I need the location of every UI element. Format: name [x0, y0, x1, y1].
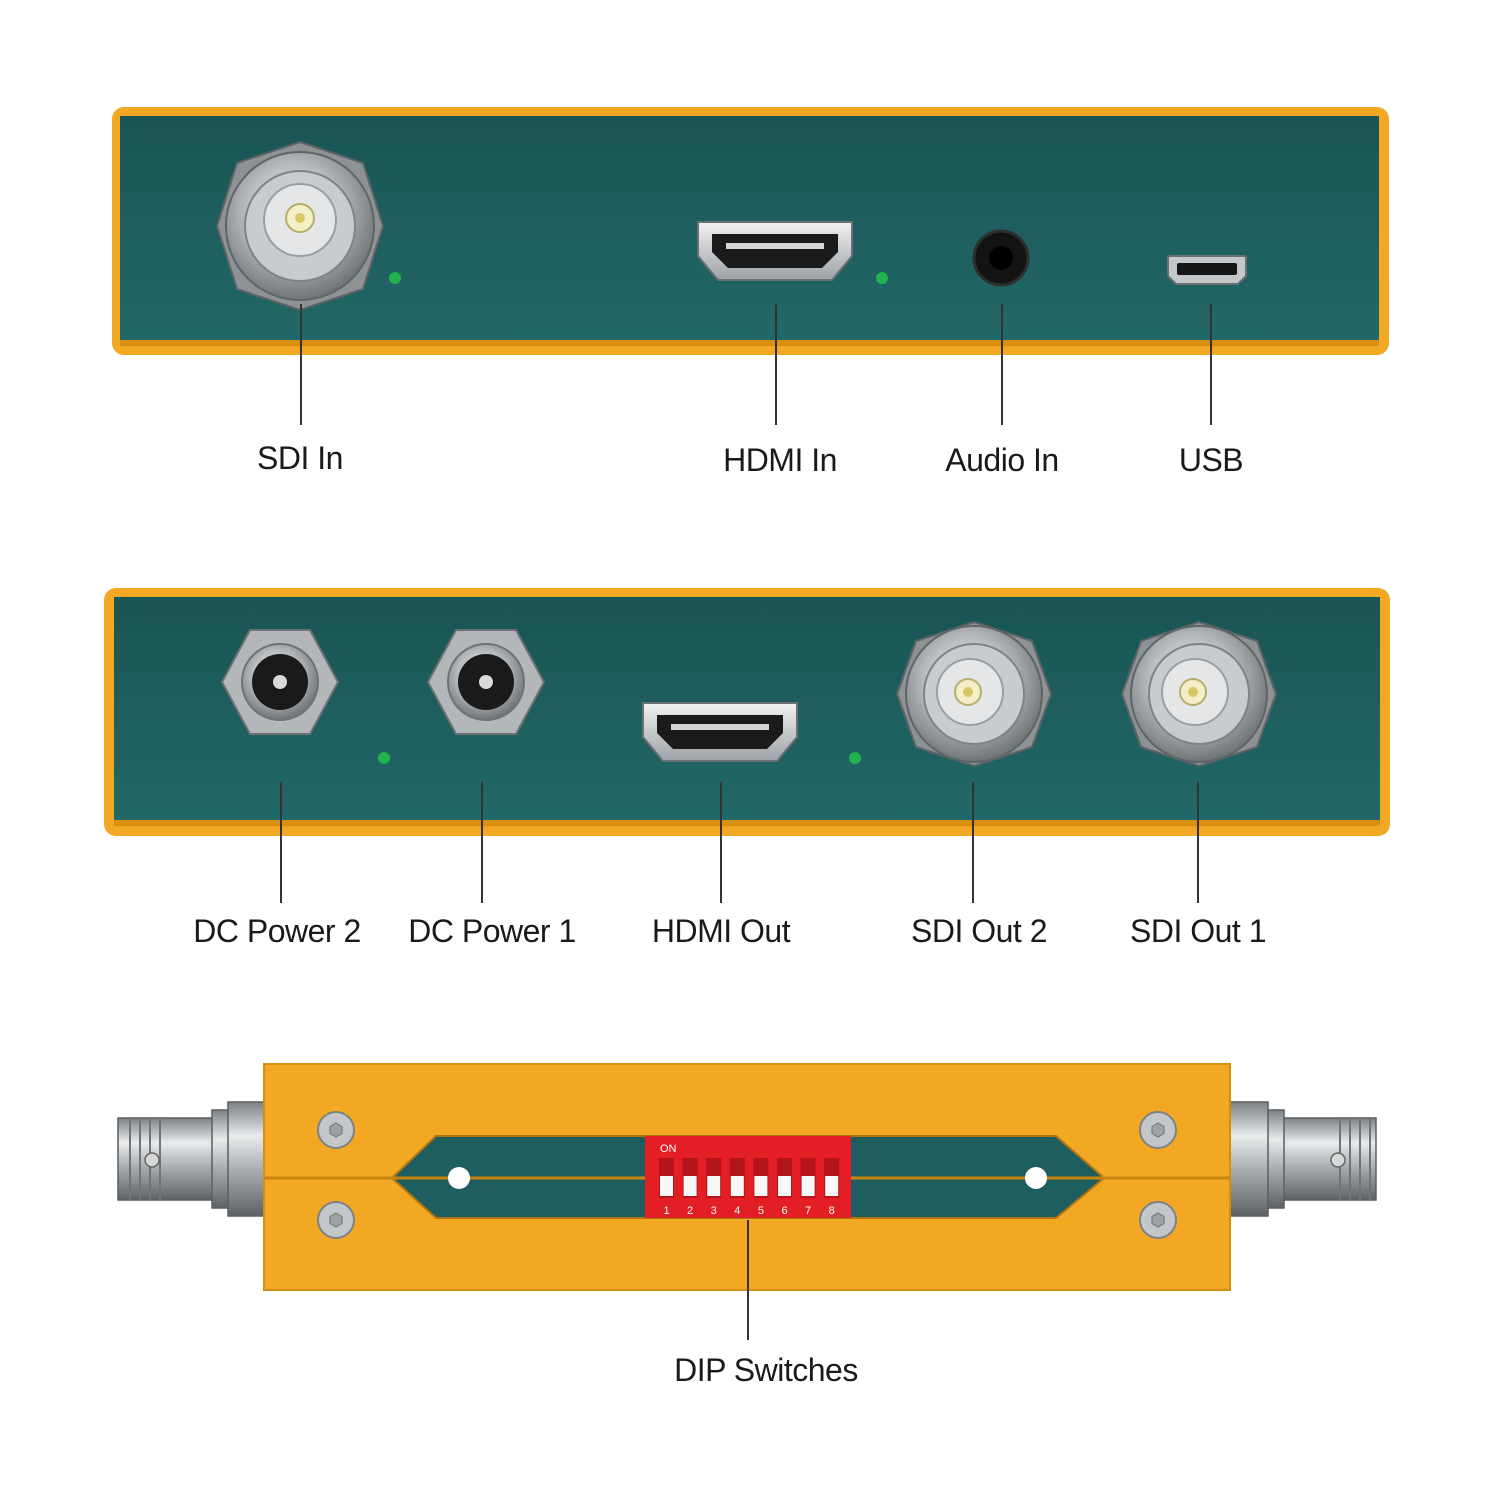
dip-number-label: 4	[734, 1205, 740, 1217]
label-sdi-out-2: SDI Out 2	[911, 913, 1048, 949]
led-indicator-icon	[389, 272, 401, 284]
led-indicator-icon	[876, 272, 888, 284]
audio-jack-icon	[972, 229, 1030, 287]
dip-number-label: 8	[829, 1205, 835, 1217]
label-dc-power-1: DC Power 1	[408, 913, 576, 949]
bottom-housing	[263, 1063, 1231, 1291]
dip-number-label: 1	[663, 1205, 669, 1217]
sdi-out-1-connector-icon	[1120, 620, 1278, 768]
dip-switch-knob	[801, 1176, 815, 1196]
led-indicator-icon	[849, 752, 861, 764]
dip-switch-knob	[730, 1176, 744, 1196]
bnc-right-connector-icon	[1229, 1101, 1377, 1217]
dip-switch-knob	[683, 1176, 697, 1196]
dip-number-label: 3	[711, 1205, 717, 1217]
label-usb: USB	[1178, 442, 1244, 478]
dip-numbers: 1 2 3 4 5 6 7 8	[663, 1205, 834, 1217]
label-dc-power-2: DC Power 2	[193, 913, 361, 949]
label-audio-in: Audio In	[945, 442, 1059, 478]
sdi-in-connector-icon	[215, 140, 385, 312]
leader-lines-middle	[280, 782, 1199, 903]
hdmi-in-connector-icon	[697, 221, 853, 281]
label-sdi-out-1: SDI Out 1	[1130, 913, 1267, 949]
label-hdmi-in: HDMI In	[723, 442, 837, 478]
dc-power-2-connector-icon	[220, 629, 340, 735]
screw-icons	[317, 1111, 1177, 1239]
dc-power-1-connector-icon	[426, 629, 546, 735]
dip-switch-knob	[660, 1176, 673, 1196]
dip-number-label: 5	[758, 1205, 764, 1217]
bnc-left-connector-icon	[117, 1101, 265, 1217]
dip-number-label: 2	[687, 1205, 693, 1217]
label-sdi-in: SDI In	[257, 440, 343, 476]
mounting-hole-icon	[1025, 1167, 1047, 1189]
leader-lines-top	[300, 304, 1212, 425]
dip-on-label: ON	[660, 1143, 677, 1155]
hdmi-out-connector-icon	[642, 702, 798, 762]
dip-switch-knob	[754, 1176, 768, 1196]
dip-toggles	[659, 1158, 840, 1198]
label-dip-switches: DIP Switches	[674, 1352, 858, 1388]
dip-number-label: 7	[805, 1205, 811, 1217]
led-indicator-icon	[378, 752, 390, 764]
dip-switch-knob	[825, 1176, 839, 1196]
dip-switch-knob	[778, 1176, 791, 1196]
dip-switch-block: ON 1 2 3 4 5 6 7 8	[645, 1136, 851, 1218]
sdi-out-2-connector-icon	[895, 620, 1053, 768]
dip-switch-knob	[707, 1176, 721, 1196]
label-hdmi-out: HDMI Out	[651, 913, 791, 949]
mounting-hole-icon	[448, 1167, 470, 1189]
dip-number-label: 6	[781, 1205, 787, 1217]
usb-port-icon	[1167, 255, 1247, 285]
